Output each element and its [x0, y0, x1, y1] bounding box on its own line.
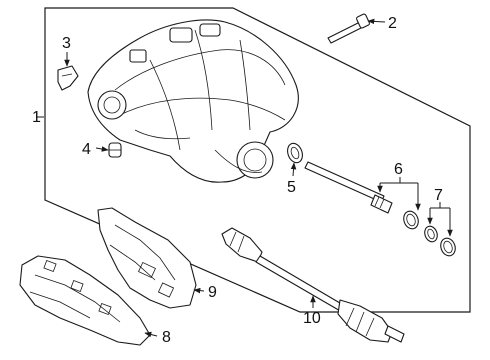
- callout-7: 7: [434, 187, 443, 204]
- intermediate-shaft: [304, 161, 393, 214]
- snap-ring-set-6: [403, 210, 419, 230]
- snap-ring-set-7: [424, 225, 456, 257]
- callout-8: 8: [162, 329, 171, 346]
- callout-6: 6: [394, 161, 403, 178]
- axle-shaft: [221, 227, 405, 343]
- callout-3: 3: [62, 35, 71, 52]
- callout-1: 1: [32, 109, 41, 126]
- bolt: [327, 13, 370, 44]
- callout-4: 4: [82, 141, 91, 158]
- shield-lower: [19, 255, 151, 346]
- assembly-frame: [44, 7, 471, 313]
- drive-unit-assembly: [87, 19, 299, 183]
- callout-10: 10: [303, 310, 321, 327]
- callout-2: 2: [388, 15, 397, 32]
- seal: [287, 142, 303, 164]
- leader-lines: [36, 18, 453, 338]
- shield-upper: [97, 207, 197, 309]
- plug: [108, 142, 122, 158]
- callout-5: 5: [287, 179, 296, 196]
- sensor: [57, 65, 79, 91]
- callout-9: 9: [208, 284, 217, 301]
